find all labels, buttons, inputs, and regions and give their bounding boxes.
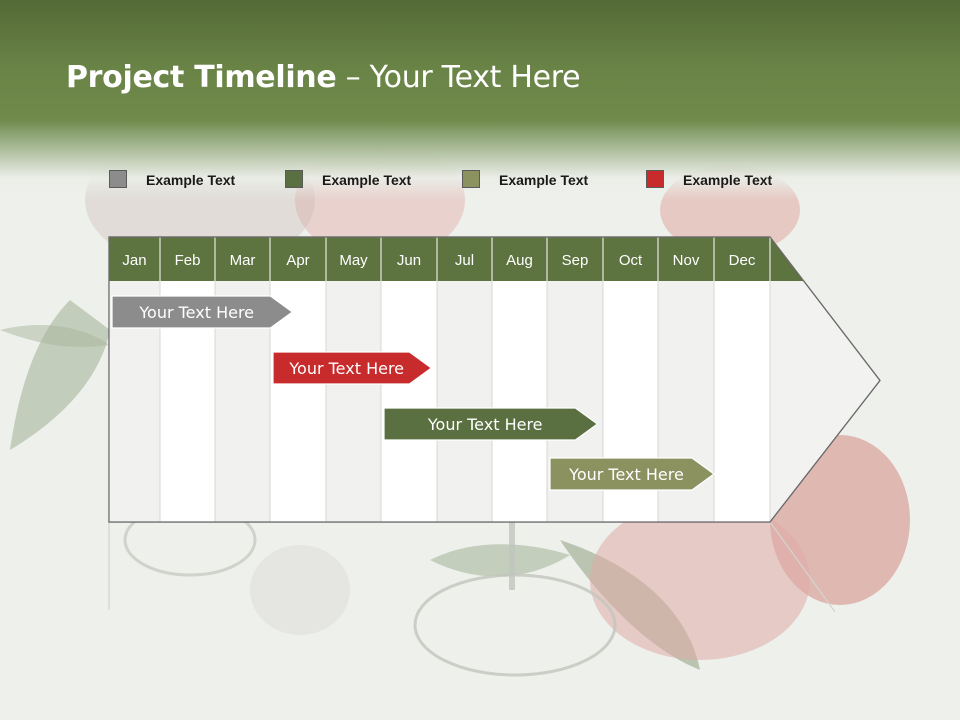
title-rest: – Your Text Here [336, 60, 581, 95]
task-label-2: Your Text Here [288, 359, 404, 378]
task-bar-3 [383, 407, 599, 441]
task-label-3: Your Text Here [427, 415, 543, 434]
month-column-jan [109, 237, 160, 522]
timeline-arrow-outline [108, 236, 881, 523]
month-label-feb: Feb [175, 252, 201, 269]
leaf-shape-middle [430, 544, 570, 577]
month-column-mar [215, 237, 270, 522]
month-column-aug [492, 237, 547, 522]
title-bold: Project Timeline [66, 60, 337, 95]
month-label-aug: Aug [506, 252, 533, 269]
task-label-1: Your Text Here [138, 303, 254, 322]
legend-swatch-2 [285, 170, 303, 188]
month-label-jan: Jan [122, 252, 146, 269]
timeline-shadow-lines [108, 521, 836, 613]
month-header-band [109, 237, 804, 281]
month-label-may: May [339, 252, 368, 269]
month-label-sep: Sep [562, 252, 589, 269]
month-label-apr: Apr [286, 252, 309, 269]
leaf-shape-left-small [0, 325, 110, 347]
legend-swatch-4 [646, 170, 664, 188]
header-band [0, 0, 960, 200]
month-column-feb [160, 237, 215, 522]
legend-swatch-1 [109, 170, 127, 188]
task-bar-2 [272, 351, 433, 385]
figurine-shape [250, 545, 350, 635]
slide-title: Project Timeline – Your Text Here [66, 60, 581, 95]
legend-label-1: Example Text [146, 172, 236, 188]
month-label-nov: Nov [673, 252, 700, 269]
month-label-oct: Oct [619, 252, 643, 269]
task-label-4: Your Text Here [568, 465, 684, 484]
month-label-jun: Jun [397, 252, 421, 269]
legend-label-3: Example Text [499, 172, 589, 188]
task-bar-1 [111, 295, 294, 329]
task-bar-4 [549, 457, 716, 491]
legend-swatch-3 [462, 170, 480, 188]
month-label-dec: Dec [729, 252, 756, 269]
month-column-jul [437, 237, 492, 522]
legend-label-2: Example Text [322, 172, 412, 188]
rose-shape-bottom [590, 500, 810, 660]
legend-label-4: Example Text [683, 172, 773, 188]
month-label-mar: Mar [230, 252, 256, 269]
month-column-dec [714, 237, 770, 522]
month-label-jul: Jul [455, 252, 474, 269]
